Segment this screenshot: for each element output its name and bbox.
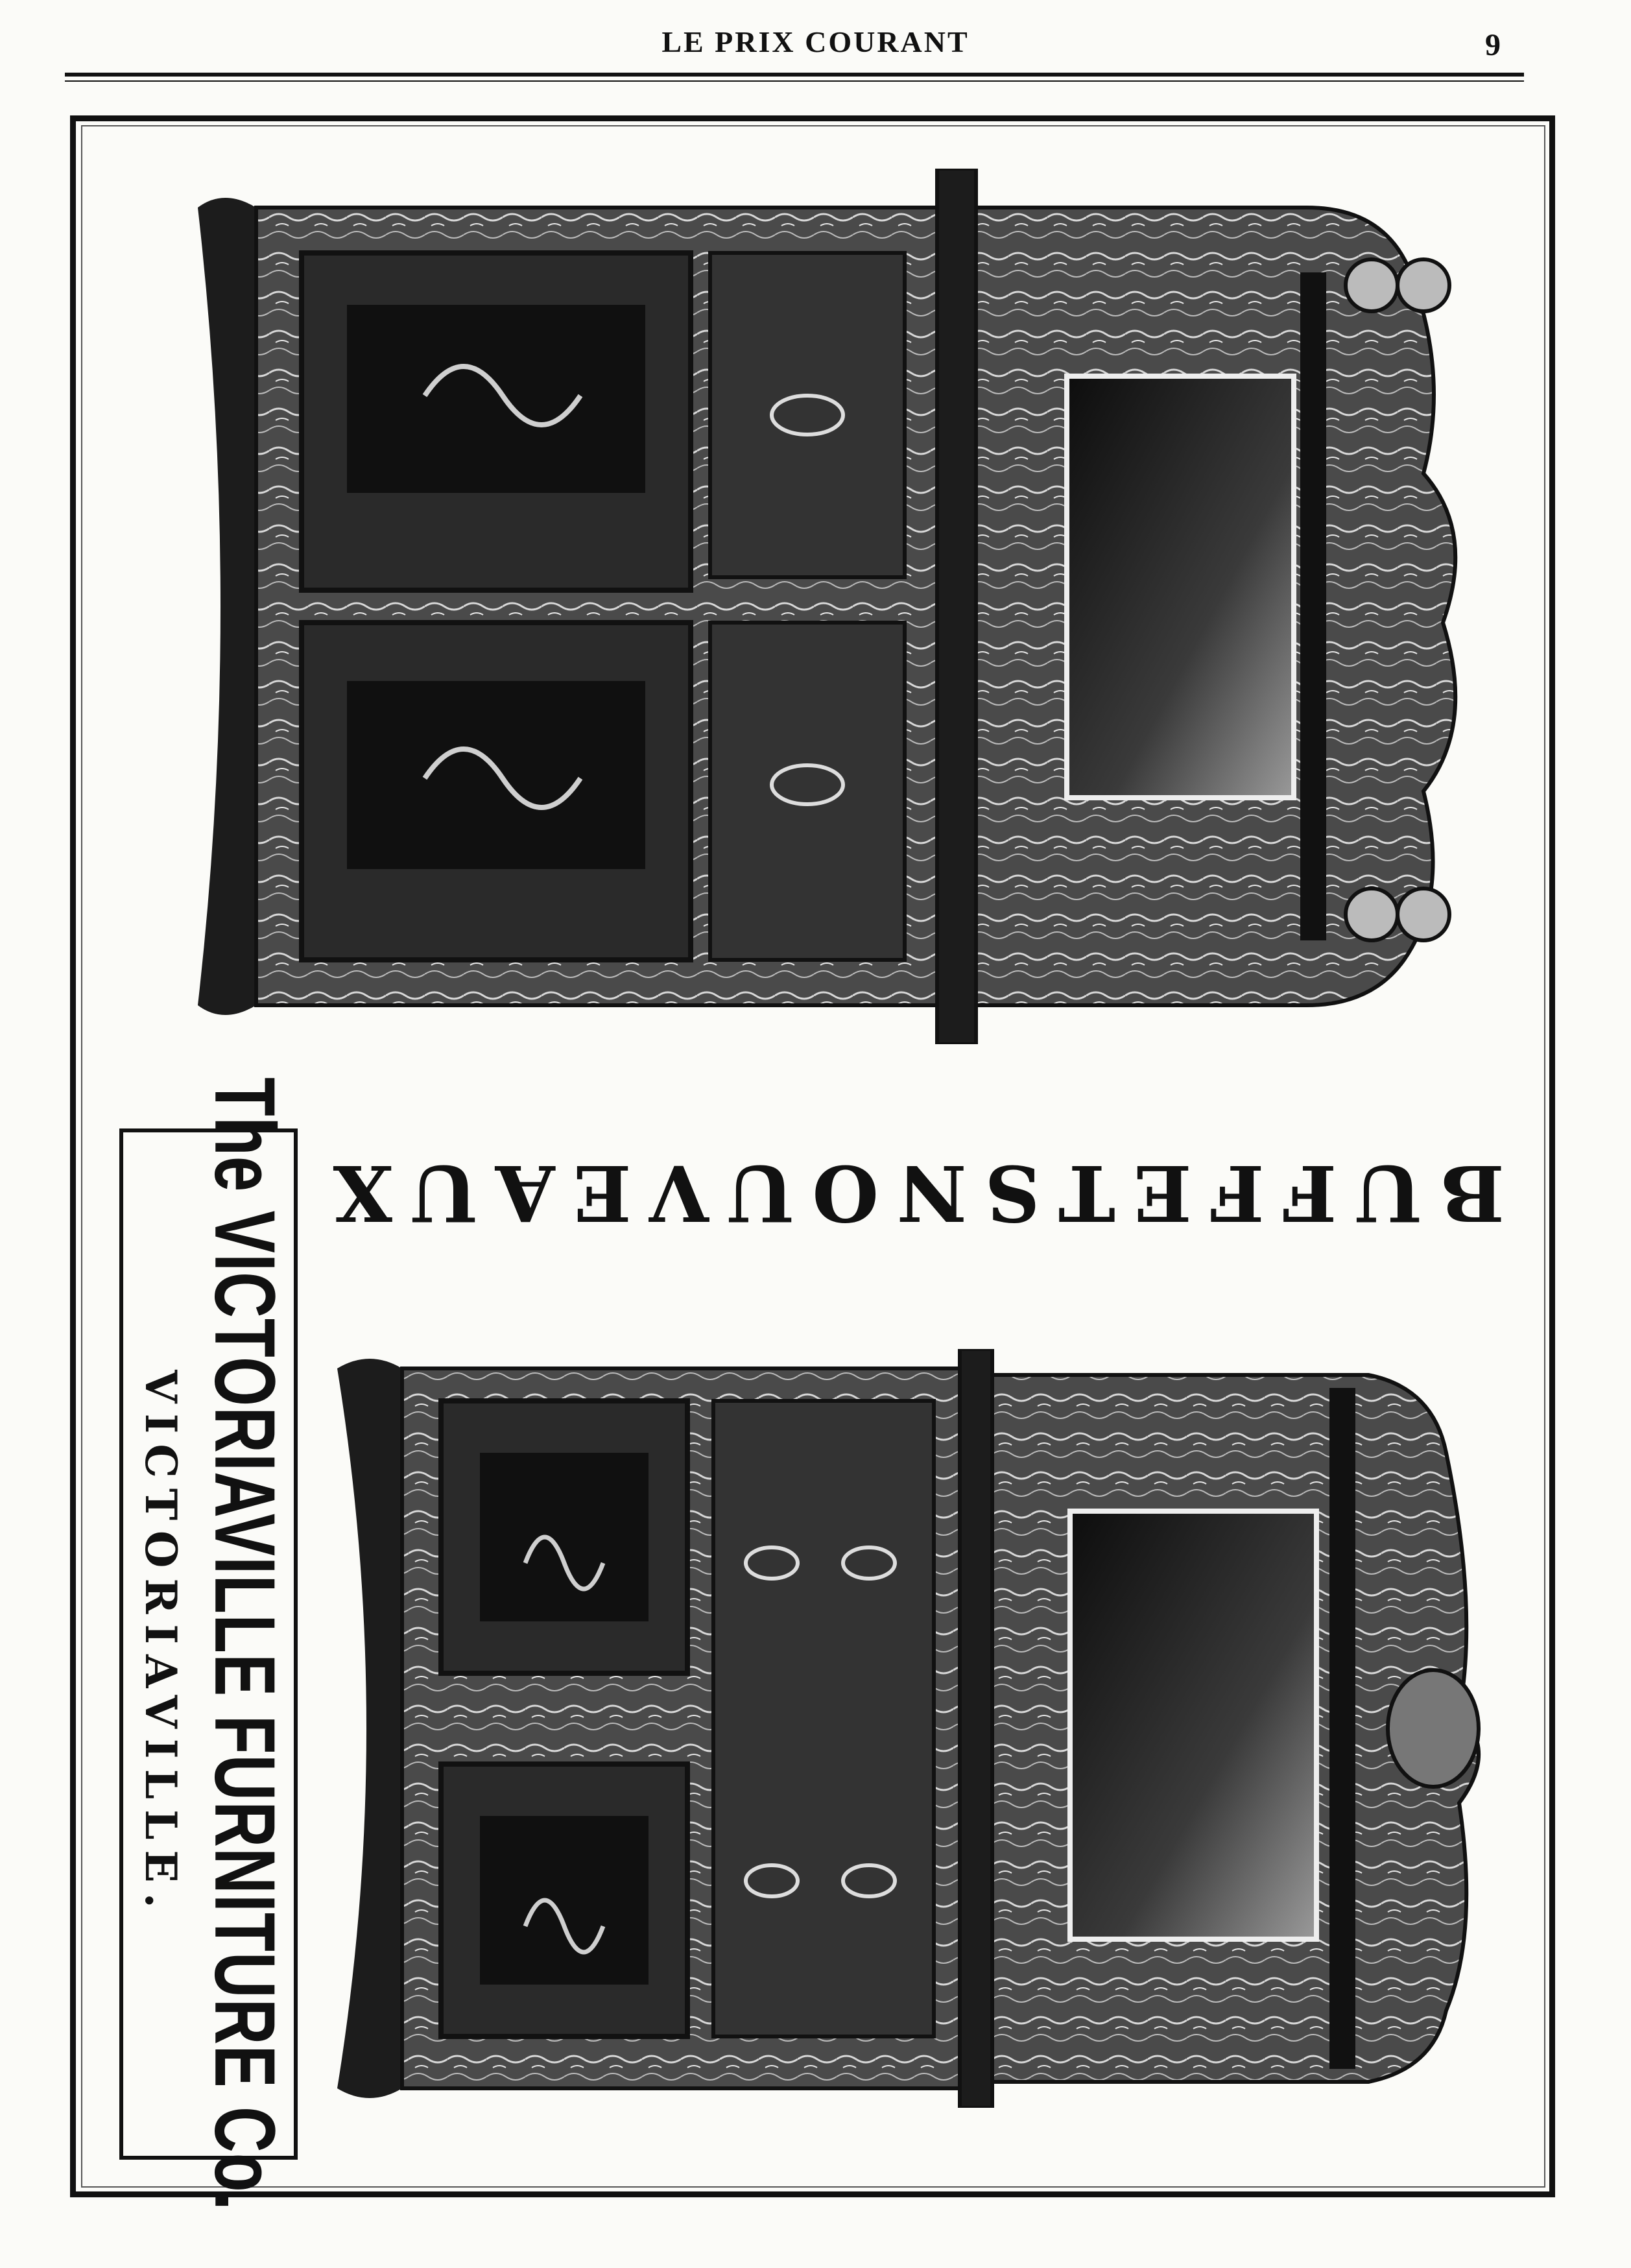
header-rule-thin — [65, 80, 1524, 82]
headline-word-buffets: BUFFETS — [966, 1148, 1505, 1239]
manufacturer-box: The VICTORIAVILLE FURNITURE Co. VICTORIA… — [119, 1077, 298, 2211]
advertisement-headline: BUFFETS NOUVEAUX — [315, 1149, 1505, 1239]
header-rule-thick — [65, 73, 1524, 77]
page-header-title: LE PRIX COURANT — [661, 25, 970, 58]
headline-word-nouveaux: NOUVEAUX — [315, 1148, 967, 1239]
advertisement-frame — [70, 115, 1555, 2197]
manufacturer-name: The VICTORIAVILLE FURNITURE Co. — [196, 1077, 294, 2211]
buffet-illustration-icon — [337, 1349, 1481, 2108]
advertisement-frame-inner — [81, 125, 1545, 2188]
page-number: 9 — [1485, 28, 1501, 62]
manufacturer-city: VICTORIAVILLE. — [136, 1370, 186, 1918]
buffet-illustration-icon — [198, 169, 1458, 1044]
